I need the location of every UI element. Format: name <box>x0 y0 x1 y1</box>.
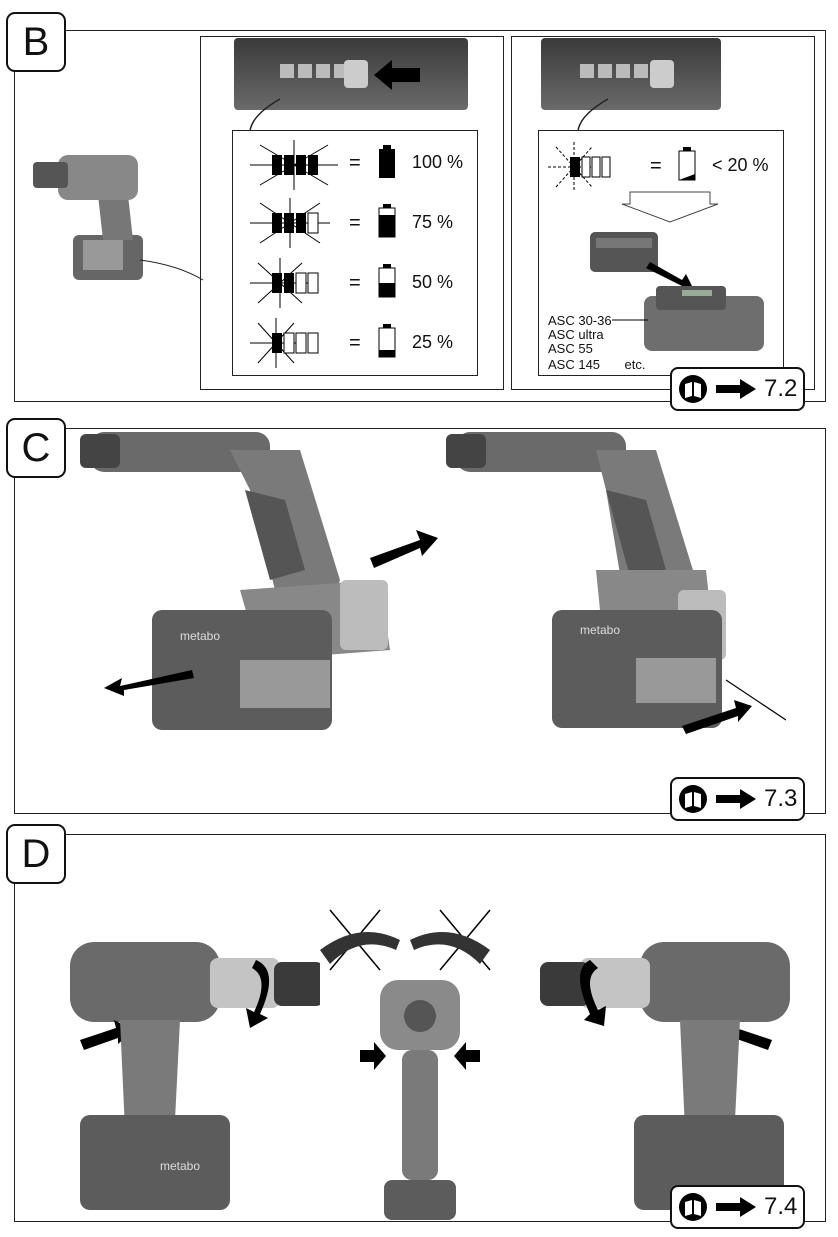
manual-book-icon <box>679 1193 707 1221</box>
charge-indicator-panel <box>200 36 504 390</box>
charger-model-2: ASC ultra <box>548 327 604 342</box>
ref-number-d: 7.4 <box>764 1193 798 1220</box>
press-left-arrow-icon <box>360 1042 386 1070</box>
callout-curve-2 <box>577 98 609 132</box>
insert-arrow-icon <box>646 262 694 292</box>
battery-brand-c1: metabo <box>180 629 220 643</box>
charger-illustration <box>590 232 764 351</box>
pull-left-arrow-icon <box>104 670 194 696</box>
arrow-right-icon <box>716 379 756 399</box>
drill-top-view <box>320 909 491 1220</box>
arrow-right-icon <box>716 789 756 809</box>
equals-low: = <box>650 155 662 177</box>
section-c-label: C <box>6 418 66 478</box>
ref-box-d: 7.4 <box>670 1185 806 1229</box>
charge-pct-100: 100 % <box>412 152 464 172</box>
rotate-arrow-icon-right <box>580 960 606 1026</box>
led-row-50 <box>250 258 319 308</box>
ref-box-b: 7.2 <box>670 367 806 411</box>
drill-battery-insertion: metabo <box>446 432 786 734</box>
charger-etc: etc. <box>624 357 646 372</box>
indicator-leds-photo <box>280 60 420 90</box>
section-d-label: D <box>6 824 66 884</box>
charger-model-1: ASC 30-36 <box>548 313 612 328</box>
battery-icon-low <box>678 147 696 181</box>
manual-book-icon <box>679 785 707 813</box>
charger-model-4: ASC 145 <box>548 357 601 372</box>
battery-icon-75 <box>378 204 396 238</box>
section-b-label: B <box>6 12 66 72</box>
led-row-low <box>548 142 611 192</box>
equals-100: = <box>349 152 361 174</box>
press-right-arrow-icon <box>454 1042 480 1070</box>
charger-model-3: ASC 55 <box>548 341 593 356</box>
equals-75: = <box>349 212 361 234</box>
charge-pct-75: 75 % <box>412 212 454 232</box>
arrow-right-icon <box>716 1197 756 1217</box>
battery-brand-d1: metabo <box>160 1159 200 1173</box>
battery-top-photo-2 <box>541 38 721 110</box>
equals-25: = <box>349 332 361 354</box>
callout-curve <box>249 98 281 132</box>
charge-pct-25: 25 % <box>412 332 454 352</box>
drill-thumbnail <box>33 155 204 281</box>
low-charge-panel <box>511 36 815 390</box>
drill-rotation-right <box>540 942 790 1210</box>
led-row-25 <box>250 318 319 368</box>
equals-50: = <box>349 272 361 294</box>
drill-rotation-left: metabo <box>70 942 320 1210</box>
led-row-100 <box>250 140 338 190</box>
ref-number-c: 7.3 <box>764 785 798 812</box>
press-arrow-icon <box>374 60 420 90</box>
battery-icon-50 <box>378 264 396 298</box>
hollow-down-arrow-icon <box>621 191 719 223</box>
ref-number-b: 7.2 <box>764 375 798 402</box>
battery-icon-25 <box>378 324 396 358</box>
charger-leader-line <box>612 319 648 321</box>
battery-icon-100 <box>379 145 395 178</box>
ref-box-c: 7.3 <box>670 777 806 821</box>
led-row-75 <box>250 198 330 248</box>
manual-book-icon <box>679 375 707 403</box>
charger-model-list: ASC 30-36 ASC ultra ASC 55 ASC 145 etc. <box>548 314 668 374</box>
charge-pct-low: < 20 % <box>712 155 769 175</box>
drill-battery-removal: metabo <box>80 432 438 730</box>
battery-brand-c2: metabo <box>580 623 620 637</box>
slide-right-arrow-icon <box>370 530 438 568</box>
push-in-arrow-icon <box>682 700 752 734</box>
rotate-arrow-icon <box>246 960 270 1028</box>
indicator-leds-photo-2 <box>580 60 674 88</box>
charge-pct-50: 50 % <box>412 272 454 292</box>
